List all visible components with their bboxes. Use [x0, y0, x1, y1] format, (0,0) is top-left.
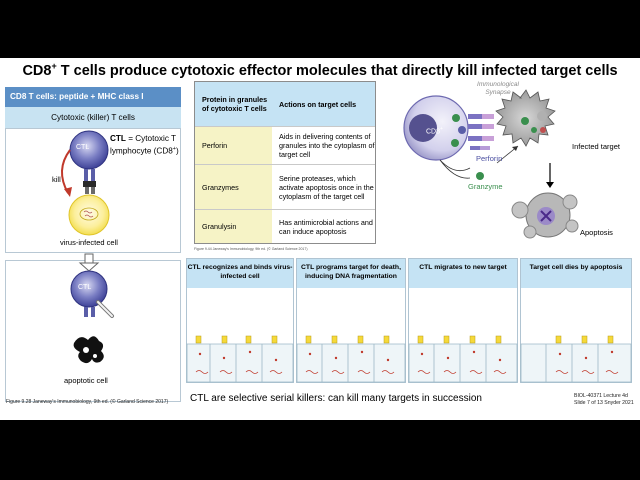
synapse-label: Immunological Synapse [477, 81, 519, 96]
step-panel-4: Target cell dies by apoptosis [520, 258, 632, 383]
table-header-protein: Protein in granules of cytotoxic T cells [195, 82, 272, 126]
figure-caption-table: Figure 9.44 Janeway's Immunobiology, 9th… [194, 247, 308, 251]
virus-cell-label: virus-infected cell [60, 238, 118, 247]
infected-target-label: Infected target [572, 142, 620, 151]
slide-title: CD8+ T cells produce cytotoxic effector … [22, 61, 618, 79]
arrow-to-perforin [439, 159, 471, 172]
perforin-label: Perforin [476, 154, 503, 163]
infected-target-cell [495, 89, 556, 147]
step-panel-1: CTL recognizes and binds virus-infected … [186, 258, 294, 383]
table-row: Perforin Aids in delivering contents of … [195, 127, 375, 164]
ctl-label-top: CTL [76, 144, 90, 151]
immunological-synapse [468, 114, 494, 141]
table-row: Granzymes Serine proteases, which activa… [195, 165, 375, 209]
apoptotic-target-cell [511, 192, 579, 239]
perforin-icon [470, 146, 490, 150]
granzyme-icon [476, 172, 484, 180]
ctl-label-bottom: CTL [78, 284, 92, 291]
bottom-note: CTL are selective serial killers: can ki… [190, 393, 482, 404]
arrow-to-granzyme [439, 159, 471, 179]
cd8-label: CD8+ [426, 126, 443, 136]
step-panel-2: CTL programs target for death, inducing … [296, 258, 406, 383]
course-info: BIOL-40371 Lecture 4d Slide 7 of 13 Snyd… [574, 393, 634, 406]
left-panel-header: CD8 T cells: peptide + MHC class I [5, 87, 181, 107]
table-row: Granulysin Has antimicrobial actions and… [195, 210, 375, 243]
step-panel-3: CTL migrates to new target [408, 258, 518, 383]
apoptosis-label: Apoptosis [580, 228, 613, 237]
apoptotic-cell-label: apoptotic cell [64, 376, 108, 385]
table-header-row: Protein in granules of cytotoxic T cells… [195, 82, 375, 126]
granzyme-label: Granzyme [468, 182, 503, 191]
granule-protein-table: Protein in granules of cytotoxic T cells… [194, 81, 376, 244]
left-panel-subheader: Cytotoxic (killer) T cells [5, 107, 181, 128]
slide: CD8+ T cells produce cytotoxic effector … [0, 58, 640, 420]
table-header-actions: Actions on target cells [272, 82, 375, 126]
figure-caption-left: Figure 9.28 Janeway's Immunobiology, 9th… [6, 399, 169, 405]
ctl-definition: CTL = Cytotoxic T lymphocyte (CD8+) [110, 134, 179, 156]
kill-label: kill [52, 175, 61, 184]
